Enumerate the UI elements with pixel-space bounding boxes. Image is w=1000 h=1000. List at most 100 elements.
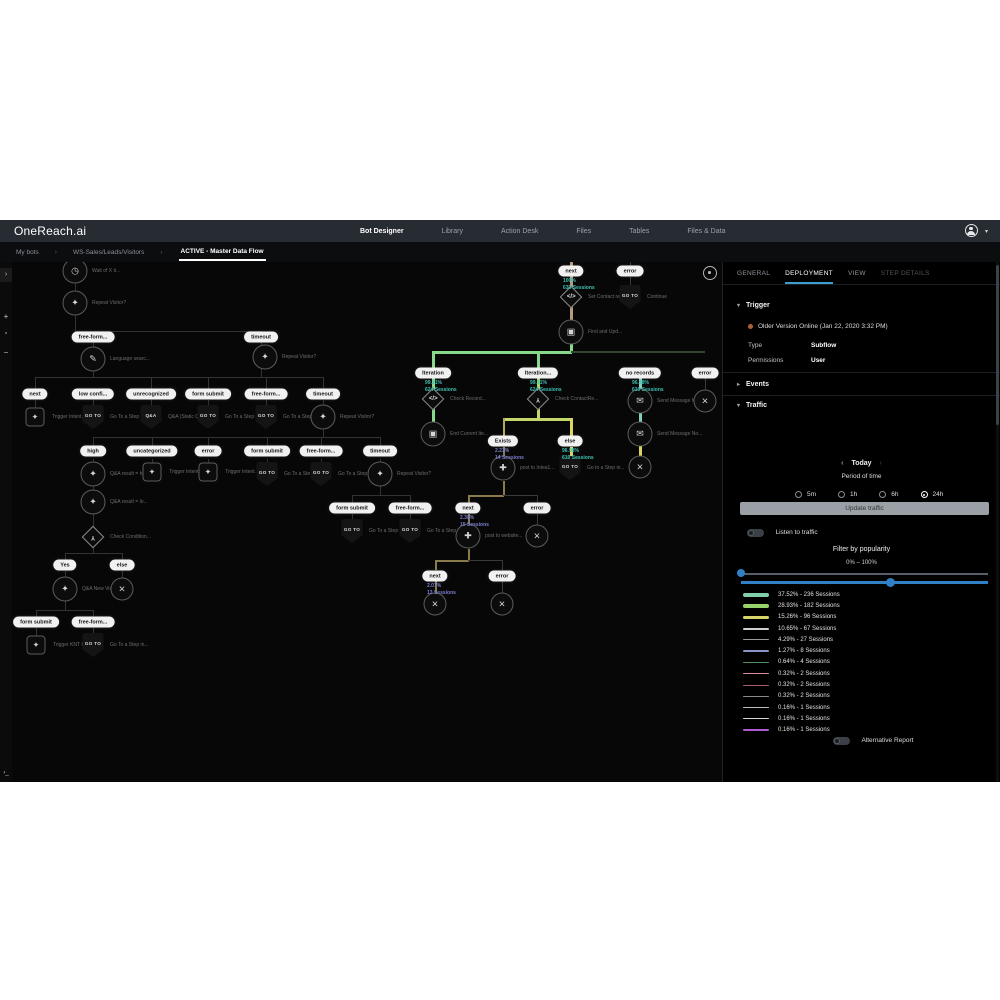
- alternative-report-toggle[interactable]: [833, 736, 850, 745]
- nav-item-files-data[interactable]: Files & Data: [687, 227, 726, 235]
- end-step-node[interactable]: ×: [490, 592, 514, 616]
- port-else[interactable]: else: [557, 435, 583, 447]
- next-day-icon[interactable]: ›: [879, 460, 882, 467]
- nav-item-bot-designer[interactable]: Bot Designer: [360, 227, 404, 235]
- goto-node[interactable]: GO TO: [197, 405, 219, 429]
- port-next[interactable]: next: [422, 570, 448, 582]
- zoom-in-icon[interactable]: +: [3, 312, 9, 321]
- goto-node[interactable]: GO TO: [399, 519, 421, 543]
- breadcrumb-item[interactable]: My bots: [16, 248, 39, 256]
- flow-step-node[interactable]: ✦: [80, 489, 106, 515]
- nav-item-files[interactable]: Files: [576, 227, 592, 235]
- slider-track-lower[interactable]: [741, 581, 988, 584]
- port-iteration[interactable]: Iteration: [415, 367, 451, 379]
- trigger-section-header[interactable]: ▾Trigger: [737, 302, 770, 309]
- port-free-form[interactable]: free-form...: [71, 616, 115, 628]
- period-radio-24h[interactable]: 24h: [920, 486, 943, 504]
- flow-step-node[interactable]: ✦: [62, 290, 88, 316]
- end-step-node[interactable]: ×: [110, 577, 134, 601]
- port-error[interactable]: error: [691, 367, 719, 379]
- listen-to-traffic-toggle[interactable]: [747, 528, 764, 537]
- flow-step-node[interactable]: ✦: [52, 576, 78, 602]
- end-step-node[interactable]: ×: [423, 592, 447, 616]
- user-avatar-icon[interactable]: [965, 224, 978, 237]
- nav-item-library[interactable]: Library: [441, 227, 463, 235]
- expand-sidebar-icon[interactable]: ›: [0, 268, 12, 282]
- port-unrecognized[interactable]: unrecognized: [126, 388, 176, 400]
- port-low-confidence[interactable]: low confi...: [71, 388, 115, 400]
- slider-thumb-max[interactable]: [886, 577, 895, 587]
- flow-step-node[interactable]: ✦: [26, 635, 46, 655]
- port-free-form[interactable]: free-form...: [299, 445, 343, 457]
- panel-scrollbar[interactable]: [996, 262, 999, 782]
- port-form-submit[interactable]: form submit: [244, 445, 290, 457]
- flow-step-node[interactable]: ✦: [310, 404, 336, 430]
- port-form-submit[interactable]: form submit: [185, 388, 231, 400]
- traffic-section-header[interactable]: ▾Traffic: [737, 402, 768, 409]
- port-exists[interactable]: Exists: [487, 435, 519, 447]
- breadcrumb-item[interactable]: WS-Sales/Leads/Visitors: [72, 248, 145, 256]
- breadcrumb-active-flow-tab[interactable]: ACTIVE - Master Data Flow: [178, 243, 266, 261]
- flow-step-node[interactable]: ◷: [62, 262, 88, 284]
- goto-node[interactable]: GO TO: [341, 519, 363, 543]
- port-no-records[interactable]: no records: [618, 367, 662, 379]
- goto-node[interactable]: GO TO: [82, 405, 104, 429]
- goto-node[interactable]: GO TO: [255, 405, 277, 429]
- console-icon[interactable]: ›_: [3, 770, 9, 776]
- period-radio-5m[interactable]: 5m: [795, 486, 816, 504]
- port-uncategorized[interactable]: uncategorized: [126, 445, 178, 457]
- slider-thumb-min[interactable]: [737, 569, 745, 577]
- port-timeout[interactable]: timeout: [306, 388, 340, 400]
- end-step-node[interactable]: ×: [628, 455, 652, 479]
- flow-step-node[interactable]: ✉: [627, 388, 653, 414]
- nav-item-action-desk[interactable]: Action Desk: [500, 227, 539, 235]
- port-else[interactable]: else: [109, 559, 135, 571]
- prev-day-icon[interactable]: ‹: [841, 460, 844, 467]
- goto-node[interactable]: GO TO: [619, 285, 641, 309]
- flow-step-node[interactable]: ✚: [490, 455, 516, 481]
- flow-step-node[interactable]: ✦: [198, 462, 218, 482]
- locate-target-button[interactable]: [703, 266, 717, 280]
- panel-tab-deployment[interactable]: DEPLOYMENT: [785, 270, 833, 284]
- port-error[interactable]: error: [488, 570, 516, 582]
- flow-step-node[interactable]: ✎: [80, 346, 106, 372]
- port-error[interactable]: error: [523, 502, 551, 514]
- nav-item-tables[interactable]: Tables: [629, 227, 650, 235]
- port-error[interactable]: error: [194, 445, 222, 457]
- onereach-logo[interactable]: OneReach.ai: [14, 224, 87, 238]
- end-step-node[interactable]: ×: [693, 389, 717, 413]
- port-free-form[interactable]: free-form...: [244, 388, 288, 400]
- port-iteration[interactable]: Iteration...: [517, 367, 559, 379]
- slider-track-upper[interactable]: [741, 573, 988, 575]
- condition-node[interactable]: Y: [81, 525, 105, 549]
- goto-node[interactable]: GO TO: [310, 462, 332, 486]
- fit-view-icon[interactable]: ▫: [4, 330, 8, 337]
- flow-step-node[interactable]: ✦: [252, 344, 278, 370]
- port-form-submit[interactable]: form submit: [13, 616, 59, 628]
- port-next[interactable]: next: [558, 265, 584, 277]
- zoom-out-icon[interactable]: −: [3, 348, 9, 357]
- panel-tab-general[interactable]: GENERAL: [737, 270, 771, 277]
- flow-step-node[interactable]: ▣: [420, 421, 446, 447]
- flow-step-node[interactable]: ▣: [558, 319, 584, 345]
- end-step-node[interactable]: ×: [525, 524, 549, 548]
- port-free-form[interactable]: free-form...: [388, 502, 432, 514]
- period-radio-6h[interactable]: 6h: [879, 486, 899, 504]
- goto-node[interactable]: Q&A: [140, 405, 162, 429]
- avatar-caret-icon[interactable]: ▾: [984, 229, 988, 235]
- port-next[interactable]: next: [22, 388, 48, 400]
- panel-tab-step-details[interactable]: STEP DETAILS: [880, 270, 930, 277]
- panel-tab-view[interactable]: VIEW: [847, 270, 866, 277]
- port-timeout[interactable]: timeout: [244, 331, 278, 343]
- port-yes[interactable]: Yes: [53, 559, 77, 571]
- port-free-form[interactable]: free-form...: [71, 331, 115, 343]
- flow-step-node[interactable]: ✦: [80, 461, 106, 487]
- flow-step-node[interactable]: ✦: [25, 407, 45, 427]
- goto-node[interactable]: GO TO: [82, 633, 104, 657]
- flow-step-node[interactable]: ✚: [455, 523, 481, 549]
- update-traffic-button[interactable]: Update traffic: [740, 502, 989, 515]
- port-form-submit[interactable]: form submit: [329, 502, 375, 514]
- port-timeout[interactable]: timeout: [363, 445, 397, 457]
- port-next[interactable]: next: [455, 502, 481, 514]
